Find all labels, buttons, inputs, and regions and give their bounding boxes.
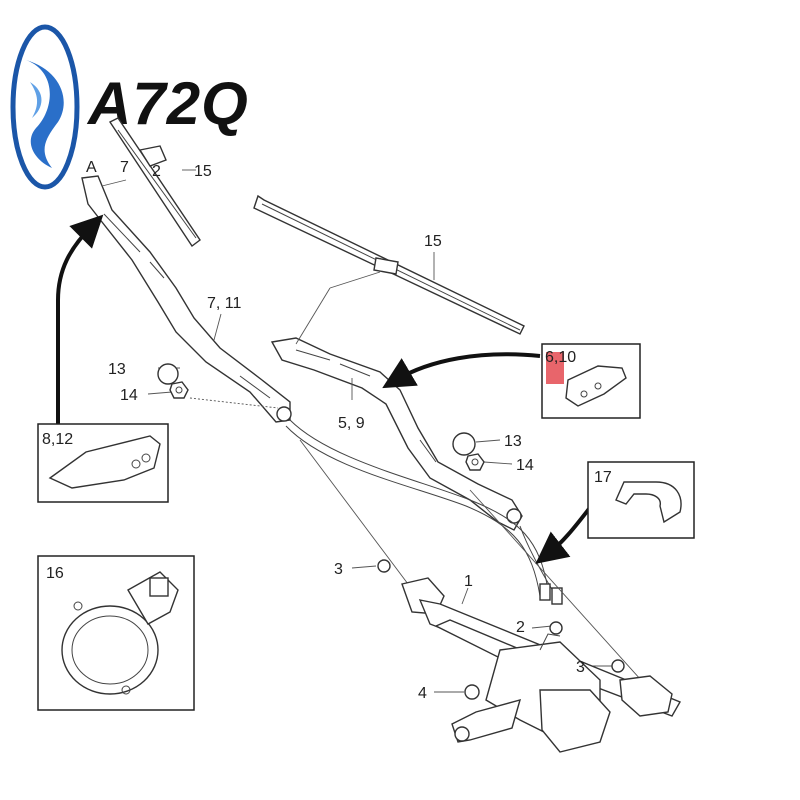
cap-13-right [452, 432, 476, 456]
callout-labels: A 7 2 15 15 7, 11 13 14 5, 9 13 14 6,10 … [42, 159, 612, 702]
main-wiper-blade [253, 194, 525, 335]
logo-swoosh-inner [30, 82, 42, 118]
callout-7: 7 [120, 159, 129, 176]
callout-17: 17 [594, 469, 612, 486]
callout-7-11: 7, 11 [207, 295, 242, 312]
nut-14-right [465, 453, 485, 471]
callout-4: 4 [418, 685, 427, 702]
logo-ring [10, 24, 80, 190]
callout-8-12: 8,12 [42, 431, 73, 448]
callout-6-10: 6,10 [545, 349, 576, 366]
arrow-8-12 [56, 214, 104, 424]
callout-3-right: 3 [576, 659, 585, 676]
callout-15-top: 15 [194, 163, 212, 180]
detail-box-17 [587, 461, 695, 539]
detail-box-8-12 [37, 423, 169, 503]
arrow-6-10 [382, 352, 541, 389]
highlight-marker [546, 352, 564, 384]
leader-lines [101, 169, 651, 693]
right-wiper-arm [270, 337, 523, 531]
callout-14-left: 14 [120, 387, 138, 404]
callout-1: 1 [464, 573, 473, 590]
callout-A: A [86, 159, 97, 176]
logo-swoosh [26, 60, 64, 168]
detail-box-6-10 [541, 343, 641, 419]
left-wiper-blade [108, 117, 201, 248]
callout-13-right: 13 [504, 433, 522, 450]
callout-14-right: 14 [516, 457, 534, 474]
callout-2-bottom: 2 [516, 619, 525, 636]
left-wiper-arm [81, 175, 292, 423]
brand-text: A72Q [86, 70, 249, 137]
callout-16: 16 [46, 565, 64, 582]
callout-3-top: 3 [334, 561, 343, 578]
wiper-linkage-motor [377, 559, 682, 753]
washer-hoses [285, 419, 563, 605]
callout-15-blade: 15 [424, 233, 442, 250]
callout-2: 2 [152, 163, 161, 180]
callout-5-9: 5, 9 [338, 415, 365, 432]
detail-box-16 [37, 555, 195, 711]
brand-logo: A72Q [10, 24, 249, 190]
cap-13-left [157, 363, 179, 385]
callout-13-left: 13 [108, 361, 126, 378]
nut-14-left [169, 381, 189, 399]
